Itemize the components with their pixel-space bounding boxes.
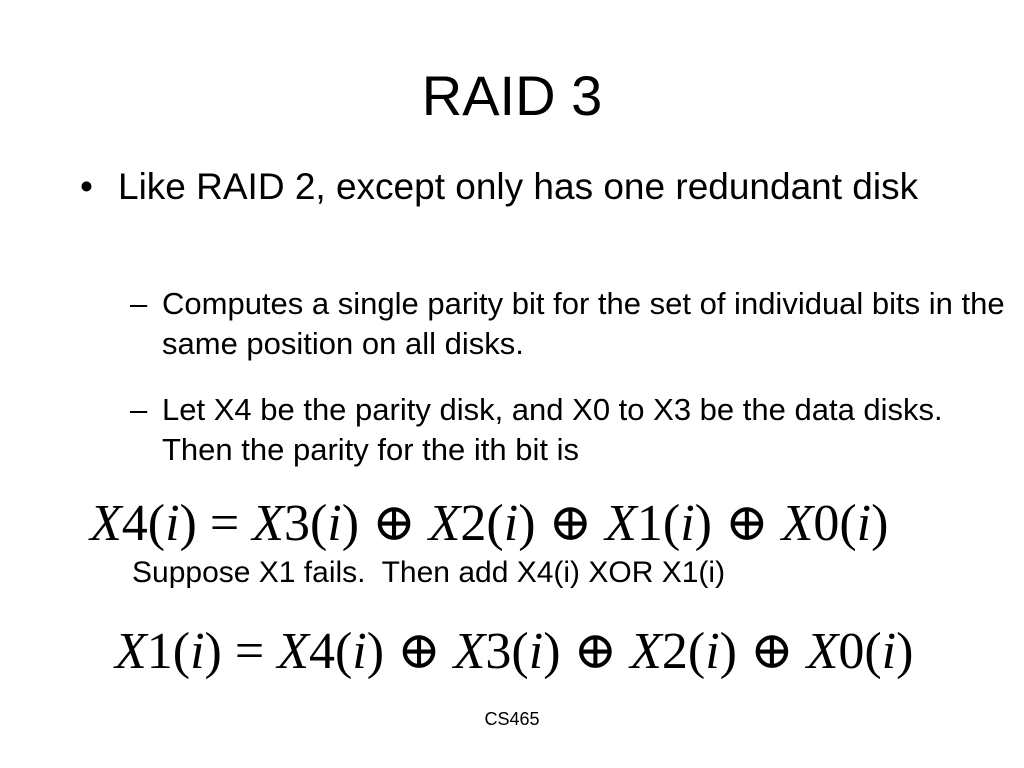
sub-bullet-marker: – — [130, 286, 148, 321]
formula-index: i — [503, 495, 519, 552]
sub-bullet-text: Computes a single parity bit for the set… — [162, 286, 1005, 361]
formula-digit: 4( — [308, 623, 353, 680]
parity-formula: X4(i) = X3(i) ⊕ X2(i) ⊕ X1(i) ⊕ X0(i) — [90, 494, 888, 554]
formula-digit: 4( — [121, 495, 166, 552]
bullet-text: Like RAID 2, except only has one redunda… — [118, 166, 919, 207]
formula-index: i — [881, 623, 897, 680]
formula-digit: 2( — [661, 623, 706, 680]
slide-footer: CS465 — [484, 709, 540, 729]
formula-paren: ) — [179, 495, 197, 552]
formula-digit: 1( — [146, 623, 191, 680]
formula-digit: 2( — [460, 495, 504, 552]
formula-digit: 0( — [838, 623, 882, 680]
formula-index: i — [165, 495, 180, 552]
formula-digit: 0( — [813, 495, 857, 552]
formula-index: i — [680, 495, 695, 552]
xor-operator: ⊕ — [711, 495, 782, 552]
xor-operator: ⊕ — [359, 495, 429, 552]
formula-var: X — [806, 623, 839, 680]
formula-paren: ) — [518, 495, 536, 552]
sub-bullet-marker: – — [130, 392, 148, 427]
formula-paren: ) — [543, 623, 561, 680]
formula-var: X — [605, 495, 637, 552]
bullet-level1: • Like RAID 2, except only has one redun… — [80, 164, 1020, 210]
formula-var: X — [453, 623, 486, 680]
bullet-marker: • — [80, 166, 93, 207]
formula-index: i — [528, 623, 544, 680]
formula-paren: ) — [896, 623, 914, 680]
slide-title: RAID 3 — [421, 64, 603, 127]
formula-paren: ) — [366, 623, 385, 680]
formula-var: X — [630, 623, 662, 680]
sub-bullet-text: Let X4 be the parity disk, and X0 to X3 … — [162, 392, 943, 467]
formula-index: i — [856, 495, 872, 552]
xor-operator: ⊕ — [736, 623, 807, 680]
formula-paren: ) — [694, 495, 712, 552]
formula-var: X — [252, 495, 284, 552]
formula-paren: ) — [204, 623, 222, 680]
formula-digit: 1( — [636, 495, 681, 552]
formula-paren: ) — [871, 495, 889, 552]
formula-index: i — [352, 623, 367, 680]
xor-operator: ⊕ — [535, 495, 606, 552]
formula-var: X — [781, 495, 814, 552]
xor-operator: ⊕ — [384, 623, 454, 680]
formula-index: i — [190, 623, 205, 680]
formula-paren: ) — [719, 623, 737, 680]
formula-var: X — [115, 623, 147, 680]
sub-bullet-parity-disk: – Let X4 be the parity disk, and X0 to X… — [130, 390, 1010, 470]
formula-paren: ) — [341, 495, 360, 552]
formula-digit: 3( — [485, 623, 529, 680]
recovery-note: Suppose X1 fails. Then add X4(i) XOR X1(… — [132, 556, 726, 589]
formula-index: i — [705, 623, 720, 680]
formula-var: X — [277, 623, 309, 680]
xor-operator: ⊕ — [560, 623, 631, 680]
sub-bullet-parity-bit: – Computes a single parity bit for the s… — [130, 284, 1010, 364]
formula-equals: = — [221, 623, 278, 680]
formula-digit: 3( — [283, 495, 328, 552]
formula-var: X — [90, 495, 122, 552]
formula-var: X — [428, 495, 461, 552]
recovery-formula: X1(i) = X4(i) ⊕ X3(i) ⊕ X2(i) ⊕ X0(i) — [115, 622, 913, 682]
formula-index: i — [327, 495, 342, 552]
formula-equals: = — [196, 495, 253, 552]
